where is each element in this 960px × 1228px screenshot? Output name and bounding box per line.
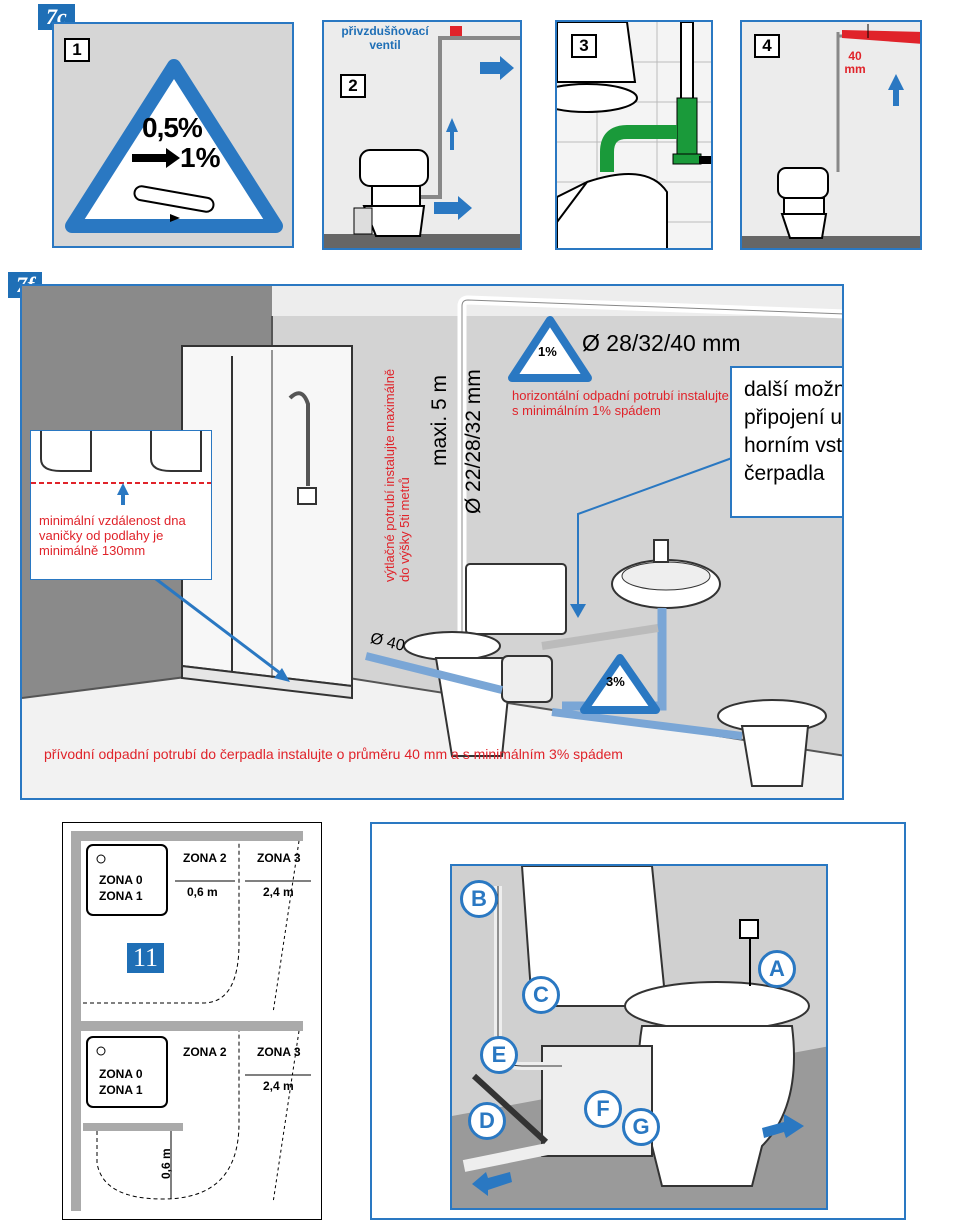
label-a: A bbox=[758, 950, 796, 988]
vertical-note: výtlačné potrubí instalujte maximálně do… bbox=[382, 368, 412, 582]
panel-2-drawing bbox=[324, 26, 520, 248]
distance-2-4: 2,4 m bbox=[263, 1079, 294, 1093]
inset-bathtub-clearance: minimální vzdálenost dna vaničky od podl… bbox=[30, 430, 212, 580]
slope-badge-3: 3% bbox=[606, 674, 625, 689]
panel-4-drawing bbox=[742, 24, 920, 248]
label-c: C bbox=[522, 976, 560, 1014]
air-valve-label: přivzdušňovací ventil bbox=[341, 24, 429, 52]
photo-frame bbox=[450, 864, 828, 1210]
panel-2-air-valve: přivzdušňovací ventil 2 bbox=[322, 20, 522, 250]
zones-drawing bbox=[71, 831, 311, 1211]
panel-number: 4 bbox=[754, 34, 780, 58]
slope-to: 1% bbox=[180, 142, 221, 173]
panel-7f-installation: minimální vzdálenost dna vaničky od podl… bbox=[20, 284, 844, 800]
distance-2-4: 2,4 m bbox=[263, 885, 294, 899]
inset-drawing bbox=[31, 431, 211, 505]
panel-number: 2 bbox=[340, 74, 366, 98]
panel-4-pipe-height: 4 40 mm bbox=[740, 20, 922, 250]
max-height-label: maxi. 5 m bbox=[428, 374, 451, 466]
callout-text: další možnost připojení umyvadla horním … bbox=[744, 378, 843, 485]
label-d: D bbox=[468, 1102, 506, 1140]
figure-number: 11 bbox=[127, 943, 165, 973]
zone-0-label: ZONA 0 bbox=[99, 873, 143, 887]
horizontal-note: horizontální odpadní potrubí instalujte … bbox=[512, 388, 729, 418]
warning-triangle-icon bbox=[65, 59, 283, 233]
inset-note: minimální vzdálenost dna vaničky od podl… bbox=[39, 513, 186, 558]
vertical-diameters: Ø 22/28/32 mm bbox=[462, 369, 485, 514]
zone-3-label: ZONA 3 bbox=[257, 851, 301, 865]
distance-0-6: 0,6 m bbox=[187, 885, 218, 899]
zone-2-label: ZONA 2 bbox=[183, 851, 227, 865]
slope-badge-1: 1% bbox=[538, 344, 557, 359]
panel-number: 3 bbox=[571, 34, 597, 58]
panel-1-slope-sign: 1 0,5% 1% bbox=[52, 22, 294, 248]
label-e: E bbox=[480, 1036, 518, 1074]
zone-0-label: ZONA 0 bbox=[99, 1067, 143, 1081]
zone-3-label: ZONA 3 bbox=[257, 1045, 301, 1059]
zone-1-label: ZONA 1 bbox=[99, 1083, 143, 1097]
dimension-label: 40 mm bbox=[844, 49, 866, 76]
label-b: B bbox=[460, 880, 498, 918]
zone-1-label: ZONA 1 bbox=[99, 889, 143, 903]
slope-from: 0,5% bbox=[142, 112, 203, 143]
callout-box: další možnost připojení umyvadla horním … bbox=[730, 366, 843, 518]
horizontal-diameters: Ø 28/32/40 mm bbox=[582, 330, 741, 356]
label-g: G bbox=[622, 1108, 660, 1146]
panel-3-connection-detail: 3 bbox=[555, 20, 713, 250]
distance-0-6: 0,6 m bbox=[159, 1148, 173, 1179]
panel-number: 1 bbox=[64, 38, 90, 62]
panel-13-components: A B C D E F G bbox=[370, 822, 906, 1220]
zone-2-label: ZONA 2 bbox=[183, 1045, 227, 1059]
bottom-note: přívodní odpadní potrubí do čerpadla ins… bbox=[44, 746, 623, 762]
label-f: F bbox=[584, 1090, 622, 1128]
panel-11-zones: ZONA 0 ZONA 1 ZONA 2 ZONA 3 0,6 m 2,4 m … bbox=[62, 822, 322, 1220]
